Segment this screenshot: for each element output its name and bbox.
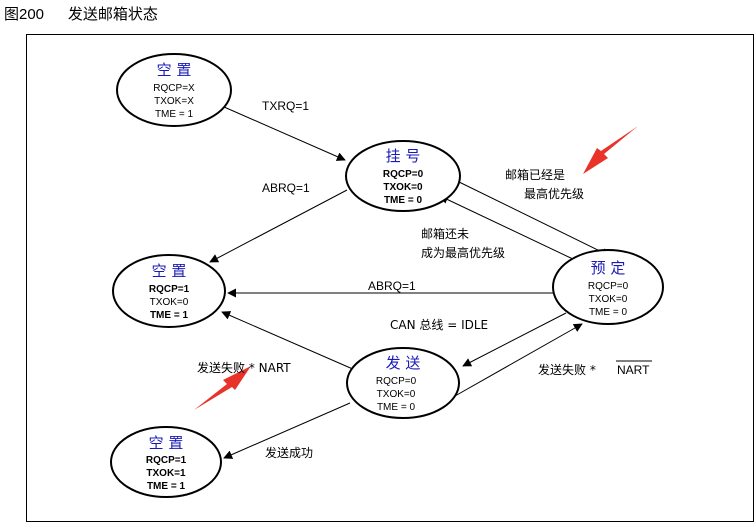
- register-tme: TME = 1: [150, 310, 189, 321]
- state-name: 预 定: [591, 259, 626, 277]
- arrow-success: [223, 402, 351, 459]
- label-highest-line1: 邮箱已经是: [505, 167, 565, 182]
- register-txok: TXOK=0: [150, 297, 189, 308]
- arrow-fail-nart: [221, 311, 356, 371]
- state-name: 发 送: [386, 354, 421, 372]
- arrow-pending-to-scheduled: [454, 179, 611, 257]
- label-can-idle: CAN 总线 = IDLE: [390, 318, 488, 332]
- register-tme: TME = 0: [384, 195, 423, 206]
- arrow-fail-not-nart: [454, 323, 583, 397]
- state-empty-initial: 空 置 RQCP=X TXOK=X TME = 1: [116, 53, 232, 127]
- highlight-arrow-icon: [583, 126, 638, 174]
- state-name: 空 置: [149, 434, 184, 452]
- register-txok: TXOK=X: [154, 96, 194, 107]
- register-rqcp: RQCP=0: [383, 169, 424, 180]
- label-not-highest-line2: 成为最高优先级: [421, 245, 505, 260]
- register-rqcp: RQCP=0: [376, 376, 417, 387]
- figure-caption: 发送邮箱状态: [67, 5, 158, 23]
- arrow-abrq-pending: [209, 189, 348, 263]
- label-not-highest-line1: 邮箱还未: [421, 226, 469, 241]
- label-fail-not-nart-term: NART: [617, 363, 650, 377]
- register-txok: TXOK=0: [589, 294, 628, 305]
- arrow-txrq: [214, 102, 346, 161]
- register-tme: TME = 0: [377, 402, 416, 413]
- state-empty-success: 空 置 RQCP=1 TXOK=1 TME = 1: [110, 426, 222, 498]
- state-pending: 挂 号 RQCP=0 TXOK=0 TME = 0: [345, 140, 461, 212]
- label-txrq: TXRQ=1: [262, 99, 309, 113]
- register-tme: TME = 1: [155, 109, 194, 120]
- state-empty-aborted: 空 置 RQCP=1 TXOK=0 TME = 1: [112, 254, 226, 328]
- label-fail-not-nart: 发送失败 * NART: [538, 360, 652, 377]
- highlight-arrow-icon: [194, 366, 251, 410]
- register-tme: TME = 1: [147, 481, 186, 492]
- label-highest-line2: 最高优先级: [524, 186, 584, 201]
- label-success: 发送成功: [265, 445, 313, 460]
- diagram-frame: [26, 34, 754, 522]
- register-rqcp: RQCP=0: [588, 281, 629, 292]
- register-txok: TXOK=0: [377, 389, 416, 400]
- figure-number: 图200: [4, 6, 45, 23]
- label-abrq-scheduled: ABRQ=1: [368, 279, 416, 293]
- state-name: 空 置: [152, 262, 187, 280]
- state-name: 空 置: [157, 61, 192, 79]
- label-fail-nart: 发送失败 * NART: [197, 360, 291, 375]
- register-tme: TME = 0: [589, 307, 628, 318]
- register-rqcp: RQCP=1: [149, 284, 190, 295]
- arrow-can-idle: [462, 312, 567, 367]
- label-fail-not-nart-prefix: 发送失败 *: [538, 362, 596, 377]
- arrow-scheduled-to-pending: [439, 195, 576, 261]
- register-txok: TXOK=1: [146, 468, 186, 479]
- figure-title: 图200 发送邮箱状态: [4, 3, 158, 24]
- state-name: 挂 号: [386, 147, 421, 165]
- state-transmit: 发 送 RQCP=0 TXOK=0 TME = 0: [346, 347, 460, 419]
- register-rqcp: RQCP=1: [146, 455, 187, 466]
- state-scheduled: 预 定 RQCP=0 TXOK=0 TME = 0: [552, 249, 664, 325]
- register-txok: TXOK=0: [383, 182, 423, 193]
- register-rqcp: RQCP=X: [153, 83, 195, 94]
- label-abrq-pending: ABRQ=1: [262, 181, 310, 195]
